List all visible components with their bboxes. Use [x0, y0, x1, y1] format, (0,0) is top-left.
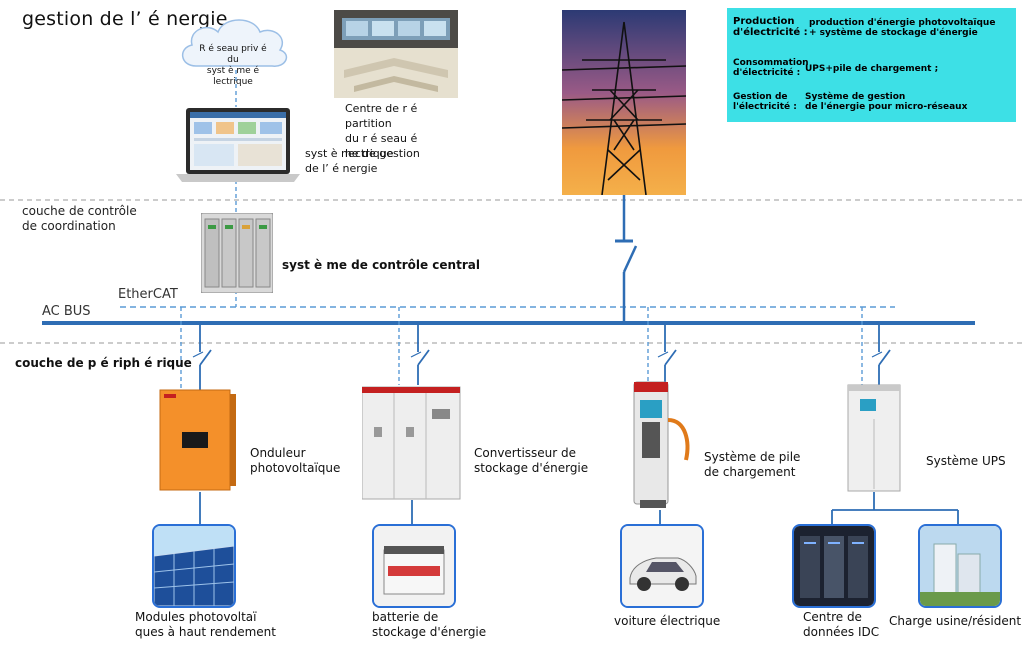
ac-bus-label: AC BUS — [42, 304, 91, 319]
production-value: production d'énergie photovoltaïque + sy… — [809, 18, 996, 38]
charging-pile-label: Système de pile de chargement — [704, 450, 801, 479]
battery-photo — [372, 524, 456, 608]
ems-label: syst è me de gestion de l’ é nergie — [305, 147, 420, 175]
coordination-layer-label: couche de contrôle de coordination — [22, 204, 137, 233]
factory-label: Charge usine/résident — [889, 614, 1022, 628]
storage-converter-label: Convertisseur de stockage d'énergie — [474, 446, 589, 475]
pv-inverter-label: Onduleur photovoltaïque — [250, 446, 341, 475]
idc-photo — [792, 524, 876, 608]
page-title: gestion de l’ é nergie — [22, 8, 228, 30]
charging-pile-icon — [633, 381, 690, 508]
transmission-tower-photo — [562, 10, 686, 195]
idc-label: Centre de données IDC — [803, 610, 880, 639]
battery-label: batterie de stockage d'énergie — [372, 610, 487, 639]
laptop-icon — [176, 108, 300, 182]
management-key: Gestion de l'électricité : — [733, 92, 797, 112]
info-box: Production d'électricité : production d'… — [727, 8, 1016, 122]
branch-charging — [647, 307, 677, 385]
consumption-key: Consommation d'électricité : — [733, 58, 809, 78]
dispatch-center-label: Centre de r é partition du r é seau é le… — [345, 102, 418, 160]
branch-storage — [398, 307, 430, 385]
dispatch-center-photo — [334, 10, 458, 98]
ups-icon — [847, 384, 901, 492]
ethercat-label: EtherCAT — [118, 287, 178, 302]
ups-label: Système UPS — [926, 454, 1006, 468]
cloud-label: R é seau priv é du syst è me é lectrique — [199, 44, 267, 87]
branch-ups — [861, 307, 891, 385]
factory-photo — [918, 524, 1002, 608]
peripheral-layer-label: couche de p é riph é rique — [15, 356, 192, 370]
cloud-icon — [182, 19, 288, 67]
pv-modules-photo — [152, 524, 236, 608]
ev-photo — [620, 524, 704, 608]
storage-converter-icon — [362, 386, 461, 500]
central-control-label: syst è me de contrôle central — [282, 258, 480, 272]
branch-pv — [180, 307, 212, 395]
plc-controller-icon — [201, 213, 273, 293]
pv-inverter-icon — [159, 389, 236, 491]
ev-label: voiture électrique — [614, 614, 721, 628]
consumption-value: UPS+pile de chargement ; — [805, 64, 939, 74]
pv-modules-label: Modules photovoltaï ques à haut rendemen… — [135, 610, 276, 639]
production-key: Production d'électricité : — [733, 16, 808, 38]
management-value: Système de gestion de l'énergie pour mic… — [805, 92, 968, 112]
